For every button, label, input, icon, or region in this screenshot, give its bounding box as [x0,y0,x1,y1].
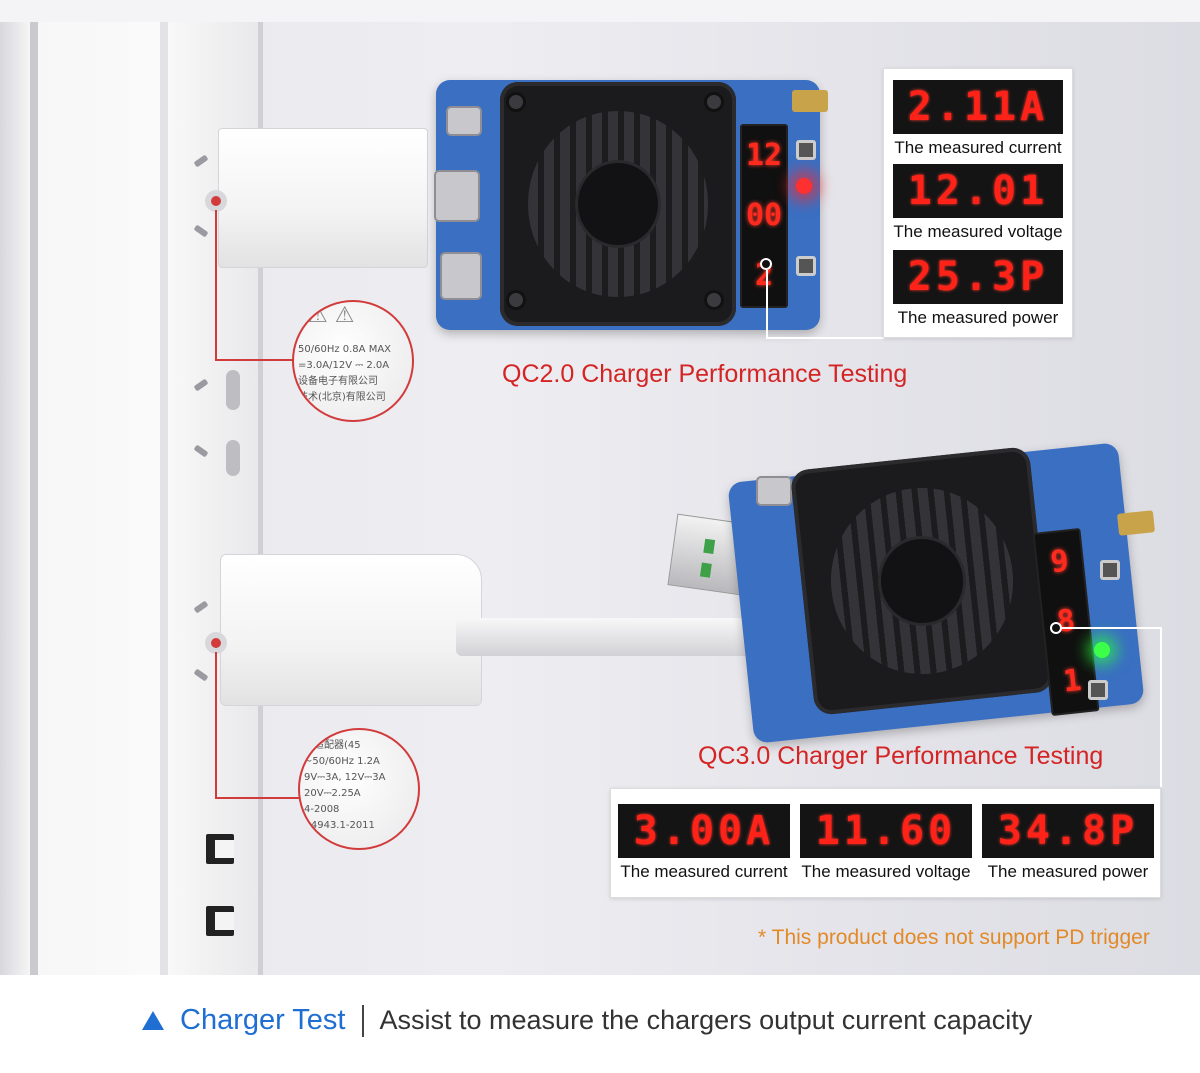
set-button [796,256,816,276]
zoom-line: 20V⎓2.25A [304,788,361,799]
plug-contact [699,562,712,578]
seg-display: 2.11A [893,80,1063,134]
status-led-green [1094,642,1110,658]
qc2-label-zoom: ⚠ ⚠ 50/60Hz 0.8A MAX =3.0A/12V ⎓ 2.0A 设备… [292,300,414,422]
footer-bar [0,975,1200,1073]
cooling-fan [789,446,1055,716]
zoom-line: ~50/60Hz 1.2A [304,756,380,767]
display-marker [760,258,772,270]
callout-dot [205,190,227,212]
marker-line [766,270,768,338]
potentiometer [792,90,828,112]
callout-line [215,210,217,360]
readout-power: 34.8P The measured power [982,804,1154,882]
marker-line [766,337,884,339]
readout-power: 25.3P The measured power [893,250,1063,328]
zoom-line: 设备电子有限公司 [298,376,378,387]
micro-usb-port [756,476,792,506]
usb-cable [456,618,756,656]
usb-c-port [434,170,480,222]
triangle-up-icon [142,1011,164,1030]
zoom-line: 50/60Hz 0.8A MAX [298,344,392,355]
ok-button [1100,560,1120,580]
marker-line [1062,627,1162,629]
usb-c-port [440,252,482,300]
qc3-title: QC3.0 Charger Performance Testing [698,742,1104,770]
readout-label: The measured current [620,862,788,881]
potentiometer [1116,510,1156,536]
seg-display: 25.3P [893,250,1063,304]
qc2-charger [218,128,428,268]
readout-label: The measured voltage [893,222,1063,241]
display-digit: 9 [1048,543,1071,581]
socket-switch [206,834,234,864]
seg-display: 3.00A [618,804,790,858]
zoom-line: =3.0A/12V ⎓ 2.0A [298,360,390,371]
zoom-line: 9V⎓3A, 12V⎓3A [304,772,386,783]
display-digit: 12 [745,138,783,173]
seg-display: 11.60 [800,804,972,858]
set-button [1088,680,1108,700]
seg-display: 34.8P [982,804,1154,858]
qc2-title: QC2.0 Charger Performance Testing [502,360,908,388]
zoom-line: 技术(北京)有限公司 [298,392,386,403]
socket-switch [206,906,234,936]
readout-voltage: 12.01 The measured voltage [893,164,1063,242]
product-photo: ⚠ ⚠ 50/60Hz 0.8A MAX =3.0A/12V ⎓ 2.0A 设备… [0,0,1200,975]
zoom-line: B4943.1-2011 [304,820,375,831]
readout-voltage: 11.60 The measured voltage [800,804,972,882]
pd-trigger-note: * This product does not support PD trigg… [758,926,1150,949]
socket-pin [226,370,240,410]
readout-current: 2.11A The measured current [893,80,1063,158]
footer-description: Assist to measure the chargers output cu… [379,1005,1033,1035]
device-display: 12 00 2 [740,124,788,308]
warning-icon: ⚠ ⚠ [308,303,355,328]
status-led-red [796,178,812,194]
readout-label: The measured voltage [801,862,971,881]
fan-screw [506,290,526,310]
zoom-line: 4-2008 [304,804,340,815]
footer-row: Charger Test Assist to measure the charg… [142,1004,1032,1037]
callout-dot [205,632,227,654]
readout-label: The measured current [894,138,1062,157]
callout-line [215,652,217,798]
socket-pin [226,440,240,476]
footer-title: Charger Test [180,1004,346,1036]
footer-divider [361,1004,364,1037]
micro-usb-port [446,106,482,136]
display-marker [1050,622,1062,634]
marker-line [1160,627,1162,787]
fan-screw [704,290,724,310]
qc3-label-zoom: 源适配器(45 ~50/60Hz 1.2A 9V⎓3A, 12V⎓3A 20V⎓… [298,728,420,850]
callout-line [215,797,299,799]
wall-edge [258,22,263,975]
display-digit: 1 [1061,662,1084,700]
wall-stripe [30,22,38,975]
qc3-charger [220,554,482,706]
seg-display: 12.01 [893,164,1063,218]
wall-stripe [160,22,168,975]
readout-label: The measured power [987,862,1149,881]
fan-screw [704,92,724,112]
ok-button [796,140,816,160]
plug-contact [703,538,716,555]
fan-screw [506,92,526,112]
display-digit: 00 [745,198,783,233]
callout-line [215,359,295,361]
cooling-fan [500,82,736,326]
zoom-line: 源适配器(45 [304,740,361,751]
readout-label: The measured power [897,308,1059,327]
readout-current: 3.00A The measured current [618,804,790,882]
